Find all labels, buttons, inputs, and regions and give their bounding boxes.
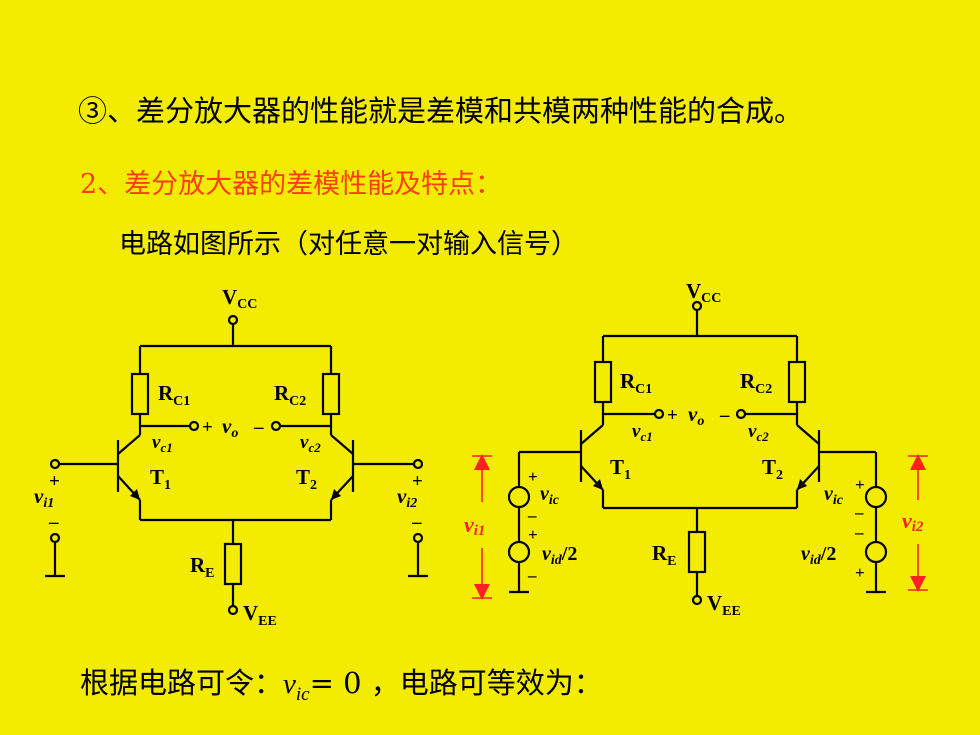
- right-rc1-label: RC1: [620, 369, 652, 397]
- equivalence-statement: 根据电路可令：vic= 0 ，电路可等效为：: [80, 660, 603, 706]
- equals-zero: = 0: [309, 666, 362, 700]
- right-vc2-label: vc2: [748, 421, 769, 444]
- right-vic-right-minus: –: [854, 503, 864, 522]
- right-vid-right-minus: –: [854, 523, 864, 542]
- right-vic-left-plus: +: [528, 467, 538, 486]
- section-heading: 2、差分放大器的差模性能及特点：: [80, 169, 503, 200]
- right-vid-right-plus: +: [855, 563, 865, 582]
- right-vic-right-label: vic: [824, 483, 844, 508]
- right-rc1-resistor: [593, 360, 613, 404]
- right-rc2-label: RC2: [740, 369, 772, 397]
- right-vid-source-right: [864, 540, 888, 564]
- left-rc1-label: RC1: [158, 381, 190, 409]
- right-vic-left-minus: –: [527, 506, 537, 525]
- right-vi1-label: vi1: [464, 512, 485, 539]
- left-re-label: RE: [190, 553, 215, 581]
- performance-statement: ③、差分放大器的性能就是差模和共模两种性能的合成。: [78, 94, 804, 128]
- left-vee-label: VEE: [243, 601, 277, 629]
- vic-symbol: v: [283, 668, 296, 700]
- left-circuit: VCC RC1 RC2 + vo – vc1 vc2 T1 T2: [34, 285, 428, 629]
- right-vid-left-label: vid/2: [542, 543, 577, 568]
- circuit-intro: 电路如图所示（对任意一对输入信号）: [119, 229, 578, 260]
- right-rc2-resistor: [787, 360, 807, 404]
- right-t1-label: T1: [610, 455, 631, 483]
- right-re-label: RE: [652, 541, 677, 569]
- right-circuit: VCC RC1 RC2 + vo – vc1 vc2 T1 T2 RE: [464, 279, 928, 619]
- left-rc2-label: RC2: [274, 381, 306, 409]
- vic-subscript: ic: [295, 683, 310, 705]
- right-vic-source-left: [507, 485, 531, 509]
- right-vid-right-label: vid/2: [801, 543, 836, 568]
- left-vc2-label: vc2: [300, 432, 321, 455]
- right-vic-right-plus: +: [855, 475, 865, 494]
- left-vcc-label: VCC: [222, 285, 257, 312]
- left-t2-label: T2: [296, 465, 317, 493]
- left-vi2-label: vi2: [397, 484, 417, 511]
- left-t1-label: T1: [150, 465, 171, 493]
- right-vid-left-plus: +: [528, 525, 538, 544]
- left-vi1-plus: +: [49, 471, 60, 492]
- right-vc1-label: vc1: [632, 421, 653, 444]
- right-vic-source-right: [864, 485, 888, 509]
- right-vo-label: vo: [688, 402, 704, 429]
- left-vo-label: vo: [222, 414, 238, 441]
- left-vi1-label: vi1: [34, 484, 54, 511]
- right-vic-left-label: vic: [540, 483, 560, 508]
- left-vc1-label: vc1: [152, 432, 173, 455]
- left-re-resistor: [223, 542, 243, 586]
- left-vo-minus: –: [253, 417, 264, 438]
- right-vee-label: VEE: [707, 591, 741, 619]
- right-vcc-label: VCC: [686, 279, 721, 306]
- right-vo-minus: –: [719, 405, 730, 426]
- left-rc2-resistor: [321, 372, 341, 416]
- right-t2-label: T2: [762, 455, 783, 483]
- right-vid-source-left: [507, 540, 531, 564]
- left-rc1-resistor: [130, 372, 150, 416]
- equivalence-prefix: 根据电路可令：: [80, 666, 284, 700]
- right-vid-left-minus: –: [527, 566, 537, 585]
- left-vi2-plus: +: [412, 471, 423, 492]
- left-vi2-minus: –: [411, 512, 422, 533]
- left-vo-plus: +: [202, 417, 213, 438]
- right-vi2-label: vi2: [902, 508, 924, 535]
- right-re-resistor: [687, 530, 707, 574]
- right-vo-plus: +: [667, 405, 678, 426]
- left-vi1-minus: –: [48, 512, 59, 533]
- equivalence-suffix: ，电路可等效为：: [370, 666, 603, 700]
